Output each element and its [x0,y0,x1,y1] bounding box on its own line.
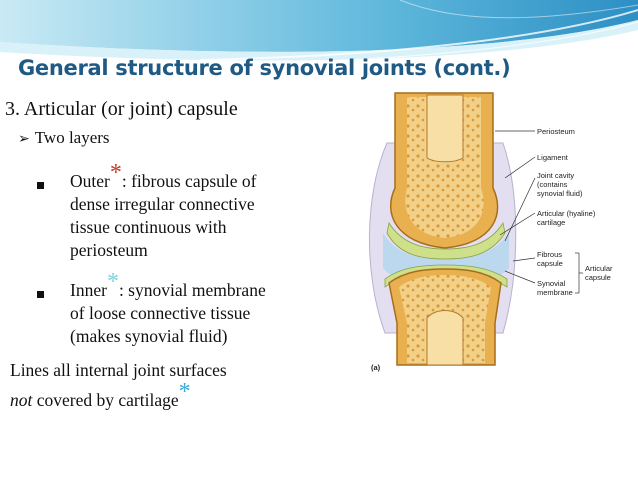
outer-after: : fibrous capsule of [121,171,257,191]
label-fibrous-capsule: capsule [537,259,563,268]
inner-line: (makes synovial fluid) [70,326,228,346]
para-asterisk: * [178,379,191,405]
sub-bullet-text: Two layers [34,128,110,147]
inner-layer-item: Inner*: synovial membrane of loose conne… [70,270,266,348]
lining-paragraph-line1: Lines all internal joint surfaces [10,360,227,380]
label-periosteum: Periosteum [537,127,575,136]
slide-title: General structure of synovial joints (co… [18,56,511,80]
inner-term: Inner [70,280,107,300]
outer-line: dense irregular connective [70,194,255,214]
inner-line: of loose connective tissue [70,303,251,323]
section-heading: 3. Articular (or joint) capsule [5,98,238,120]
inner-asterisk: * [106,269,119,295]
synovial-joint-diagram: Periosteum Ligament Joint cavity (contai… [355,83,638,373]
sub-bullet: ➢ Two layers [18,128,110,148]
medullary-cavity [426,94,464,163]
articular-cartilage-upper [386,221,506,260]
lining-paragraph-line2: not covered by cartilage* [10,380,191,412]
label-articular-capsule: capsule [585,273,611,282]
outer-term: Outer [70,171,110,191]
outer-asterisk: * [109,160,122,186]
outer-line: tissue continuous with [70,217,227,237]
label-cartilage: cartilage [537,218,565,227]
square-bullet-icon [37,182,44,189]
panel-label: (a) [371,363,381,372]
label-synovial-membrane: membrane [537,288,573,297]
outer-line: periosteum [70,240,148,260]
label-cartilage: Articular (hyaline) [537,209,596,218]
label-articular-capsule: Articular [585,264,613,273]
label-ligament: Ligament [537,153,569,162]
header-banner [0,0,638,65]
para-rest: covered by cartilage [32,390,179,410]
label-joint-cavity: synovial fluid) [537,189,583,198]
label-fibrous-capsule: Fibrous [537,250,562,259]
square-bullet-icon [37,291,44,298]
label-joint-cavity: (contains [537,180,568,189]
arrow-bullet-icon: ➢ [18,132,30,147]
label-joint-cavity: Joint cavity [537,171,574,180]
inner-after: : synovial membrane [118,280,266,300]
label-synovial-membrane: Synovial [537,279,566,288]
emphasis-not: not [10,390,33,410]
outer-layer-item: Outer*: fibrous capsule of dense irregul… [70,161,257,262]
